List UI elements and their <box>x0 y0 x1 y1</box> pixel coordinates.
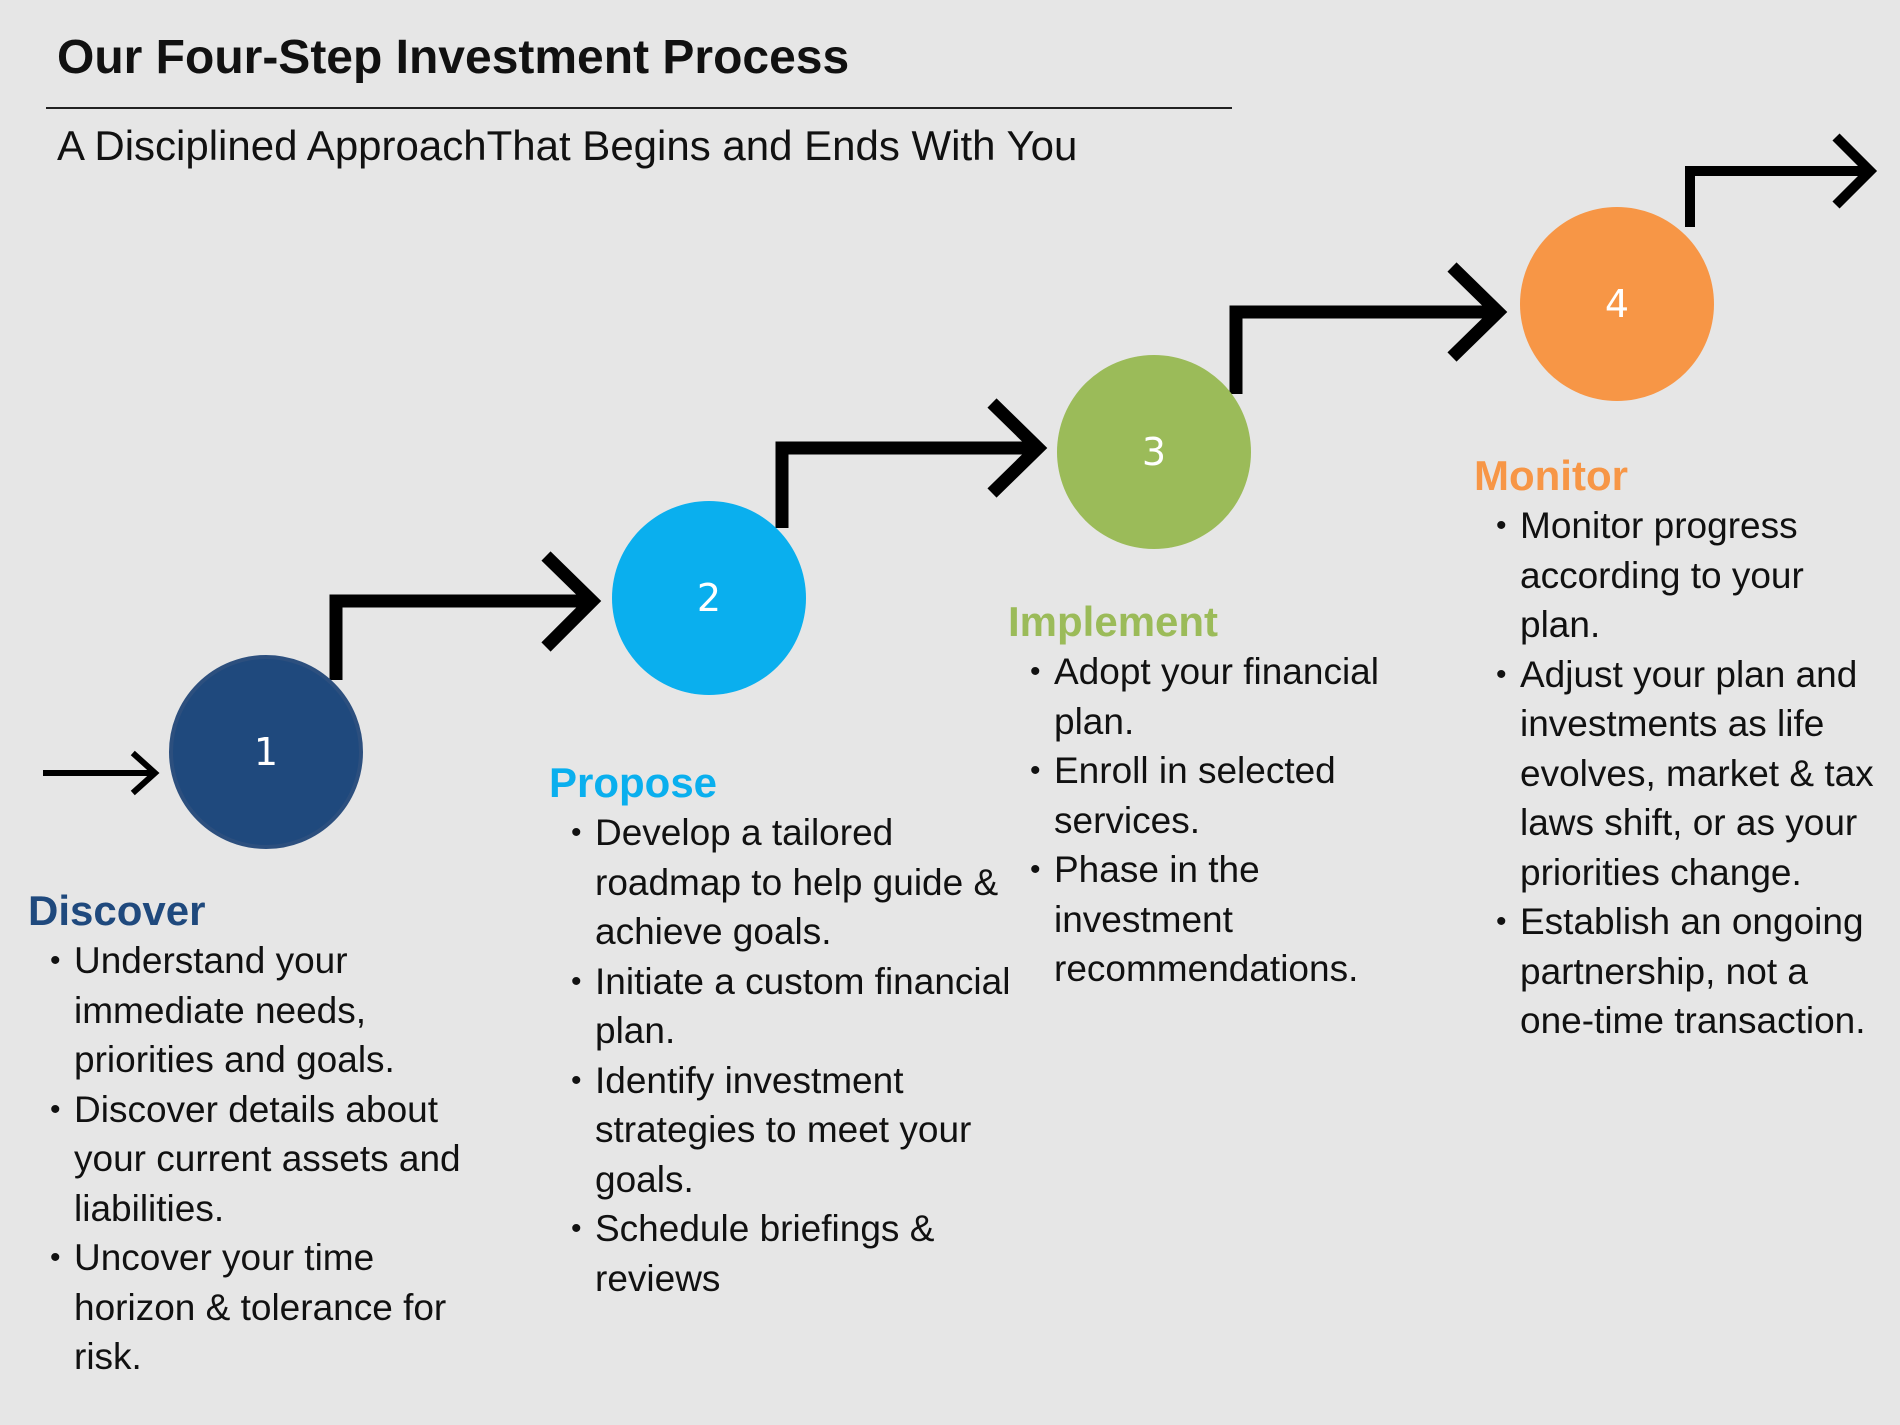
step-circle-1: 1 <box>169 655 363 849</box>
step-circle-1-fill <box>169 655 363 849</box>
step-bullets-implement: •Adopt your financial plan. •Enroll in s… <box>1030 647 1448 994</box>
list-item: •Phase in the investment recommendations… <box>1030 849 1359 989</box>
page-title: Our Four-Step Investment Process <box>57 31 850 84</box>
list-item: •Identify investment strategies to meet … <box>571 1059 972 1200</box>
list-item: •Discover details about your current ass… <box>50 1088 461 1229</box>
step-propose: Propose •Develop a tailored roadmap to h… <box>549 758 1019 1303</box>
step-bullets-discover: •Understand your immediate needs, priori… <box>50 936 498 1382</box>
step-circle-2-fill <box>612 501 806 695</box>
list-item: •Understand your immediate needs, priori… <box>50 940 395 1080</box>
arrow-right-icon <box>43 750 160 796</box>
list-item: •Adjust your plan and investments as lif… <box>1496 653 1874 893</box>
list-item: •Enroll in selected services. <box>1030 750 1336 841</box>
page-subtitle: A Disciplined ApproachThat Begins and En… <box>57 122 1078 169</box>
list-item: •Adopt your financial plan. <box>1030 651 1379 742</box>
step-heading-implement: Implement <box>1008 598 1219 645</box>
list-item: •Initiate a custom financial plan. <box>571 960 1011 1052</box>
step-discover: Discover •Understand your immediate need… <box>28 886 498 1382</box>
step-circle-3: 3 <box>1057 355 1251 549</box>
step-implement: Implement •Adopt your financial plan. •E… <box>1008 597 1448 994</box>
list-item: •Monitor progress according to your plan… <box>1496 505 1804 645</box>
step-number-1: 1 <box>254 730 278 774</box>
step-circle-4-fill <box>1520 207 1714 401</box>
step-heading-discover: Discover <box>28 887 206 934</box>
step-arrow-icon <box>775 398 1048 528</box>
step-arrow-icon <box>329 551 602 680</box>
step-heading-propose: Propose <box>549 759 718 806</box>
step-circle-2: 2 <box>612 501 806 695</box>
step-bullets-monitor: •Monitor progress according to your plan… <box>1496 501 1884 1046</box>
step-circle-3-fill <box>1057 355 1251 549</box>
step-number-4: 4 <box>1605 282 1629 326</box>
step-arrow-icon <box>1685 133 1878 227</box>
step-heading-monitor: Monitor <box>1474 452 1628 499</box>
step-number-2: 2 <box>697 576 721 620</box>
list-item: •Develop a tailored roadmap to help guid… <box>571 812 999 952</box>
title-divider <box>46 107 1232 109</box>
step-number-3: 3 <box>1142 430 1166 474</box>
step-circle-4: 4 <box>1520 207 1714 401</box>
step-bullets-propose: •Develop a tailored roadmap to help guid… <box>571 808 1019 1303</box>
step-monitor: Monitor •Monitor progress according to y… <box>1474 451 1884 1046</box>
step-arrow-icon <box>1229 262 1508 394</box>
list-item: •Establish an ongoing partnership, not a… <box>1496 901 1866 1041</box>
list-item: •Uncover your time horizon & tolerance f… <box>50 1237 447 1377</box>
list-item: •Schedule briefings & reviews <box>571 1208 935 1299</box>
